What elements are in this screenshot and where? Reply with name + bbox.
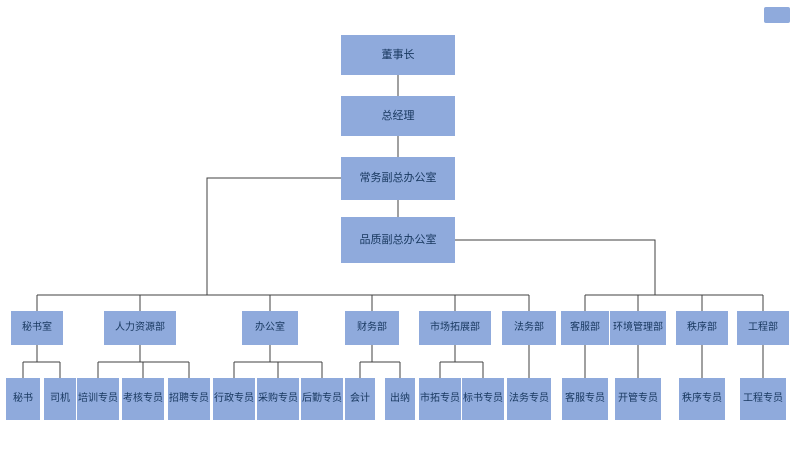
role-accountant: 会计 <box>345 378 375 420</box>
dept-order: 秩序部 <box>676 311 728 345</box>
role-assessment-specialist: 考核专员 <box>122 378 164 420</box>
dept-environment-management: 环境管理部 <box>610 311 666 345</box>
org-node-general-manager: 总经理 <box>341 96 455 136</box>
role-environment-specialist: 开管专员 <box>615 378 661 420</box>
dept-engineering: 工程部 <box>737 311 789 345</box>
role-bid-specialist: 标书专员 <box>462 378 504 420</box>
dept-finance: 财务部 <box>345 311 399 345</box>
dept-legal: 法务部 <box>502 311 556 345</box>
org-node-quality-deputy-office: 品质副总办公室 <box>341 217 455 263</box>
role-order-specialist: 秩序专员 <box>679 378 725 420</box>
dept-market-expansion: 市场拓展部 <box>419 311 491 345</box>
role-market-dev-specialist: 市拓专员 <box>419 378 461 420</box>
dept-human-resources: 人力资源部 <box>104 311 176 345</box>
role-customer-service-specialist: 客服专员 <box>562 378 608 420</box>
dept-office: 办公室 <box>242 311 298 345</box>
role-recruiting-specialist: 招聘专员 <box>168 378 210 420</box>
dept-customer-service: 客服部 <box>561 311 609 345</box>
role-secretary: 秘书 <box>6 378 40 420</box>
role-purchasing-specialist: 采购专员 <box>257 378 299 420</box>
dept-secretary-office: 秘书室 <box>11 311 63 345</box>
role-admin-specialist: 行政专员 <box>213 378 255 420</box>
corner-logo <box>764 7 790 23</box>
role-legal-specialist: 法务专员 <box>507 378 551 420</box>
role-cashier: 出纳 <box>385 378 415 420</box>
org-node-executive-deputy-office: 常务副总办公室 <box>341 157 455 200</box>
role-training-specialist: 培训专员 <box>77 378 119 420</box>
role-engineering-specialist: 工程专员 <box>740 378 786 420</box>
role-driver: 司机 <box>44 378 76 420</box>
org-node-chairman: 董事长 <box>341 35 455 75</box>
role-logistics-specialist: 后勤专员 <box>301 378 343 420</box>
